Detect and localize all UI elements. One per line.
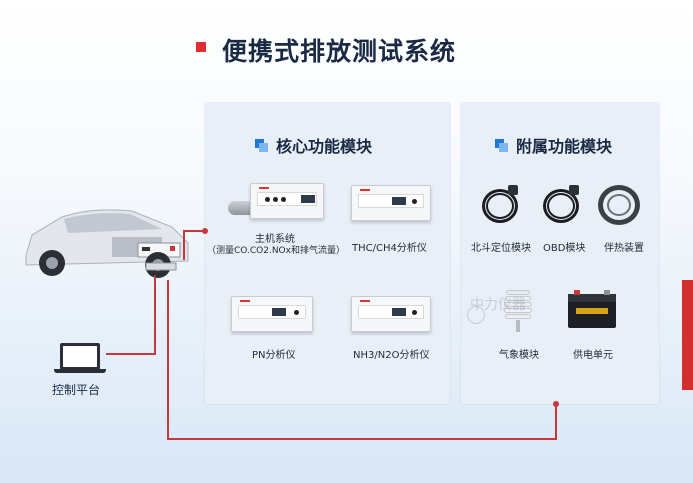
page-title: 便携式排放测试系统 <box>222 37 457 66</box>
battery-icon <box>568 290 616 330</box>
obd-module-label: OBD模块 <box>543 243 586 254</box>
nh3-n2o-analyzer-illustration <box>351 296 431 332</box>
thc-ch4-analyzer-illustration <box>351 185 431 221</box>
host-system-label-line2: （测量CO.CO2.NOx和排气流量） <box>207 246 345 256</box>
connector-wire <box>555 404 557 440</box>
square-bullet-icon <box>255 138 268 152</box>
pn-analyzer-label: PN分析仪 <box>252 350 296 361</box>
thc-ch4-analyzer-label: THC/CH4分析仪 <box>352 243 427 254</box>
pn-analyzer-illustration <box>231 296 313 332</box>
accessory-modules-panel <box>461 103 659 404</box>
title-marker <box>196 42 206 52</box>
connector-wire <box>154 275 156 355</box>
watermark-text: 中力仪器 <box>470 297 526 313</box>
power-supply-label: 供电单元 <box>573 350 613 361</box>
connector-wire <box>167 438 557 440</box>
connector-wire <box>106 353 156 355</box>
control-platform-label: 控制平台 <box>52 383 101 397</box>
laptop-base <box>54 369 106 373</box>
nh3-n2o-analyzer-label: NH3/N2O分析仪 <box>353 350 430 361</box>
square-bullet-icon <box>495 138 508 152</box>
connector-wire <box>167 280 169 440</box>
cable-coil-icon <box>543 185 583 225</box>
core-modules-panel <box>205 103 450 404</box>
cable-coil-icon <box>598 183 642 227</box>
connector-dot <box>553 401 559 407</box>
beidou-module-label: 北斗定位模块 <box>471 243 531 254</box>
heat-tracing-label: 伴热装置 <box>604 243 644 254</box>
connector-wire <box>183 230 185 260</box>
car-illustration <box>22 205 192 280</box>
watermark-logo <box>467 306 485 324</box>
accessory-modules-heading: 附属功能模块 <box>495 133 612 157</box>
laptop-icon <box>60 343 100 370</box>
connector-dot <box>202 228 208 234</box>
weather-module-label: 气象模块 <box>499 350 539 361</box>
core-modules-heading: 核心功能模块 <box>255 133 372 157</box>
accessory-modules-heading-text: 附属功能模块 <box>516 137 613 156</box>
cable-coil-icon <box>482 185 522 225</box>
core-modules-heading-text: 核心功能模块 <box>276 137 373 156</box>
weather-station-icon <box>503 290 533 334</box>
host-system-illustration <box>228 183 328 227</box>
connector-wire <box>183 230 205 232</box>
edge-accent-strip <box>682 280 693 390</box>
host-system-label-line1: 主机系统 <box>255 234 295 245</box>
